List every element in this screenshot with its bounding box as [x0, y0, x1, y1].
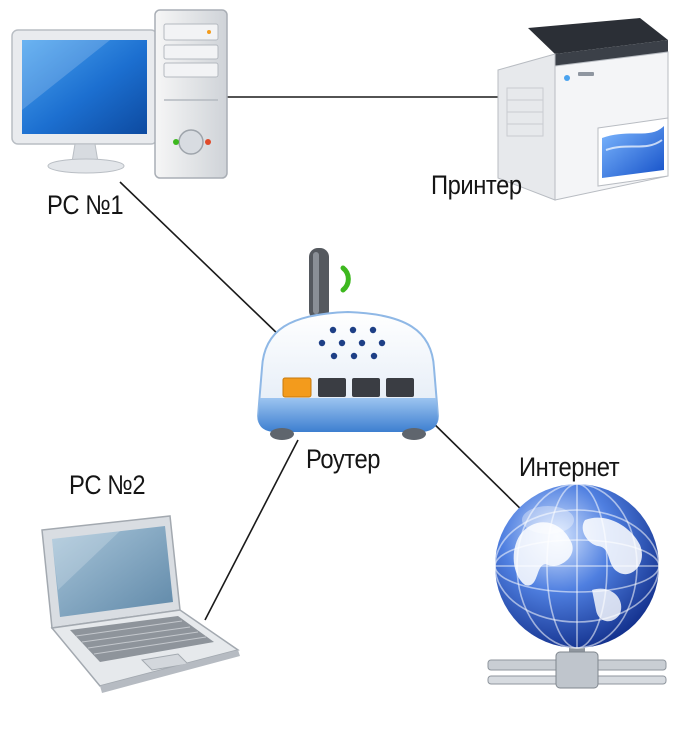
router-label: Роутер [306, 444, 381, 474]
printer-label: Принтер [431, 170, 522, 200]
edge-router-pc2 [204, 439, 299, 621]
wifi-router-icon [256, 248, 440, 440]
connections [119, 96, 533, 621]
pc2-label: PC №2 [69, 470, 146, 500]
signal-icon [340, 265, 351, 293]
desktop-computer-icon [11, 9, 228, 179]
globe-network-icon [487, 483, 667, 689]
edge-pc1-router [119, 181, 283, 339]
edge-router-internet [424, 414, 533, 521]
laptop-icon [41, 515, 240, 693]
pc1-label: PC №1 [47, 190, 124, 220]
internet-label: Интернет [519, 452, 620, 482]
printer-icon [497, 18, 669, 201]
